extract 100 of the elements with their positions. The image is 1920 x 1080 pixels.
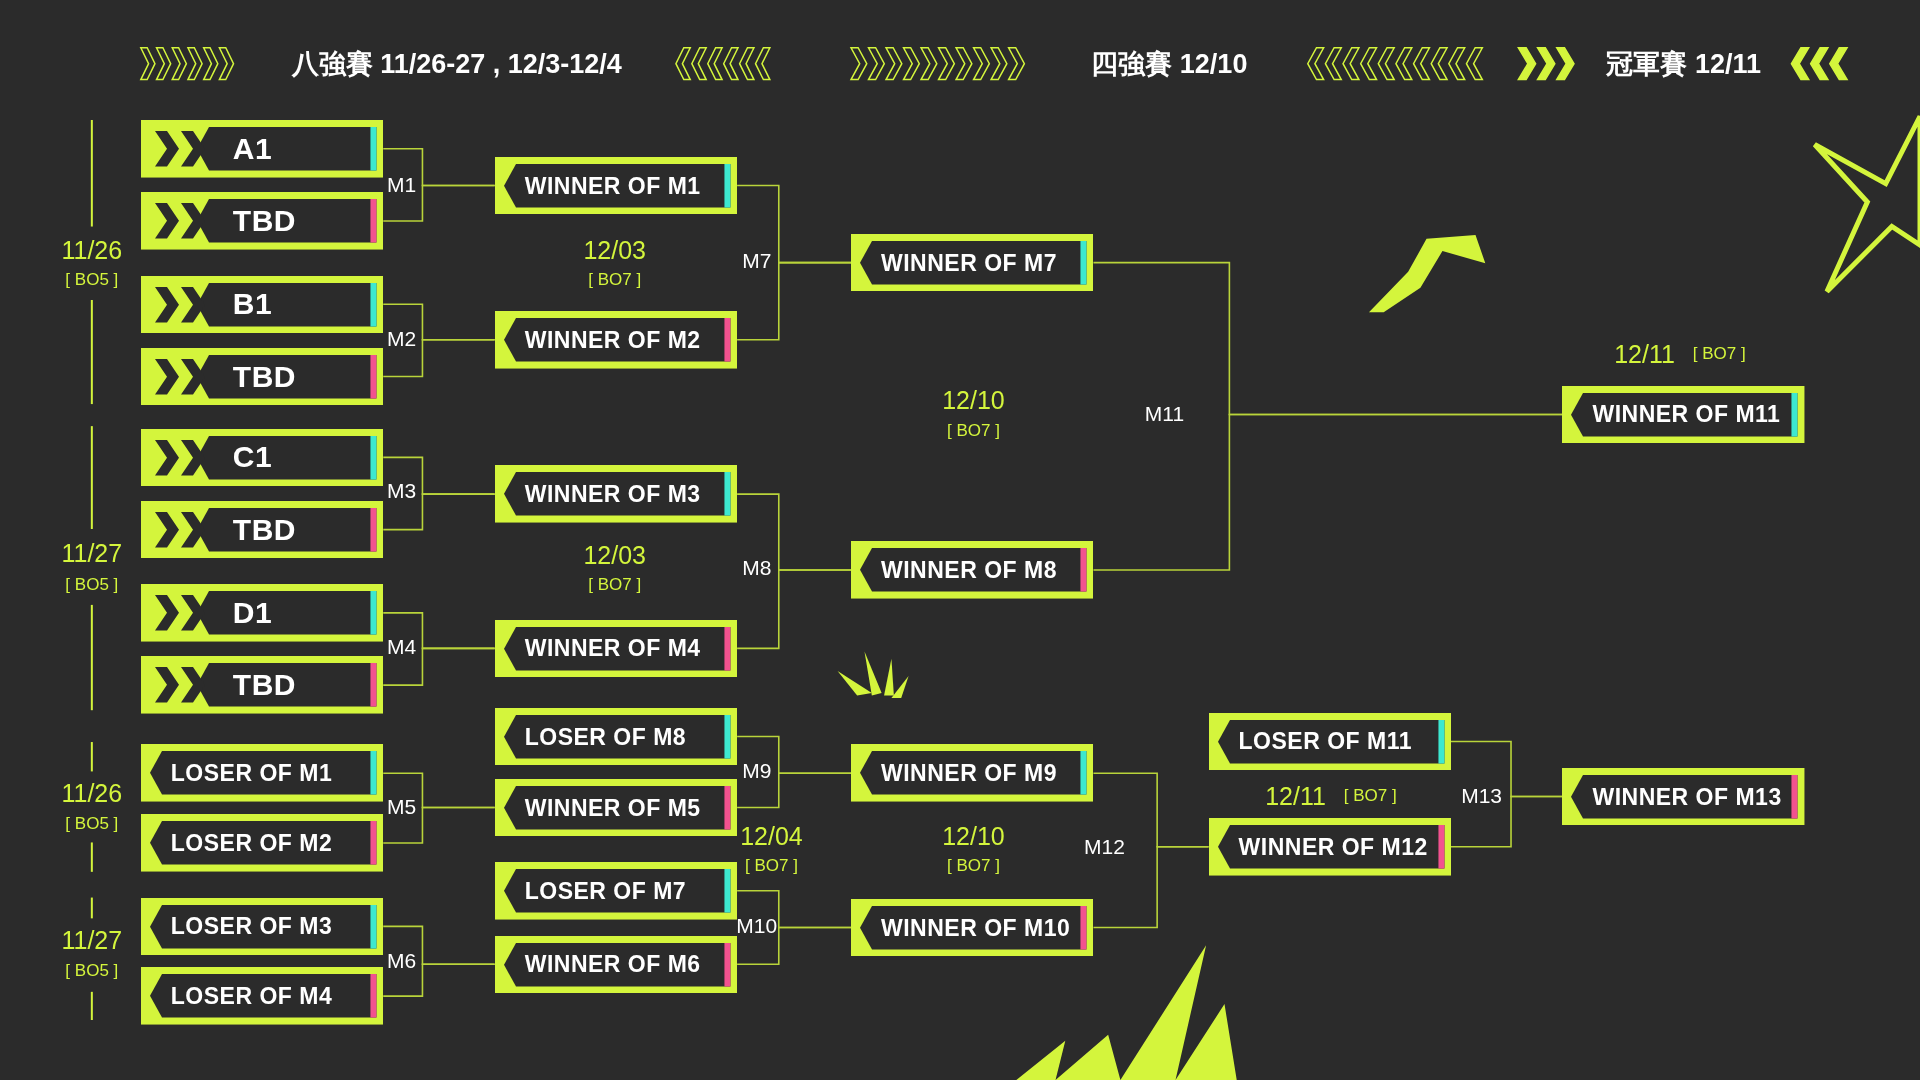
date-label: 11/26 (61, 235, 123, 265)
bracket-line (1092, 413, 1564, 571)
date-label: 12/03 (583, 235, 646, 265)
match-label: M7 (742, 248, 772, 273)
slot-label: WINNER OF M7 (881, 249, 1057, 277)
slot-label: WINNER OF M8 (881, 556, 1057, 584)
bracket-slot (494, 465, 738, 523)
bracket-slot (494, 156, 738, 215)
slot-label: WINNER OF M10 (881, 914, 1071, 942)
bracket-line (1092, 845, 1210, 929)
date-label: 12/10 (942, 385, 1005, 415)
bracket-line (382, 184, 496, 222)
slot-label: TBD (232, 204, 296, 238)
bracket-line (736, 926, 852, 966)
slot-label: LOSER OF M1 (170, 759, 333, 787)
stage-heading: 八強賽 11/26-27 , 12/3-12/4 (291, 47, 622, 81)
slot-label: WINNER OF M5 (524, 794, 701, 822)
stage-heading: 四強賽 12/10 (1091, 47, 1248, 81)
format-label: [ BO7 ] (1343, 785, 1397, 806)
format-label: [ BO7 ] (588, 575, 642, 596)
match-label: M8 (742, 556, 772, 581)
bracket-slot (494, 935, 738, 994)
slot-label: B1 (232, 287, 273, 322)
format-label: [ BO7 ] (1692, 343, 1746, 364)
bracket-slot (140, 275, 384, 334)
stage-heading: 冠軍賽 12/11 (1606, 47, 1761, 81)
date-label: 11/27 (61, 925, 123, 955)
date-label: 12/11 (1614, 339, 1675, 369)
bracket-line (382, 806, 496, 844)
bracket-slot (1208, 712, 1451, 771)
bracket-slot (494, 707, 738, 766)
bracket-slot (494, 311, 738, 369)
bracket-slot (140, 656, 384, 714)
date-label: 12/04 (740, 821, 803, 851)
match-label: M6 (387, 949, 417, 974)
bracket-slot (140, 897, 384, 956)
bracket-slot (1208, 817, 1451, 876)
bracket-slot (140, 814, 384, 872)
slot-label: WINNER OF M12 (1238, 833, 1428, 861)
bracket-slot (140, 428, 384, 487)
format-label: [ BO5 ] (65, 270, 119, 291)
format-label: [ BO7 ] (588, 270, 642, 291)
slot-label: LOSER OF M3 (170, 912, 333, 940)
bracket-line (1450, 795, 1564, 848)
date-label: 12/11 (1265, 781, 1326, 811)
slot-label: WINNER OF M6 (524, 950, 701, 978)
bracket-slot (140, 120, 384, 178)
slot-label: LOSER OF M11 (1238, 727, 1412, 755)
bracket-slot (494, 778, 738, 837)
match-label: M3 (387, 479, 417, 503)
bracket-slot (851, 898, 1094, 957)
match-label: M1 (387, 172, 417, 197)
format-label: [ BO7 ] (744, 855, 798, 876)
bracket-slot (494, 619, 738, 678)
slot-label: WINNER OF M2 (524, 326, 701, 354)
date-label: 11/26 (61, 778, 123, 808)
match-label: M10 (736, 913, 778, 938)
slot-label: WINNER OF M4 (524, 634, 701, 662)
match-label: M11 (1144, 401, 1185, 426)
slot-label: WINNER OF M9 (881, 759, 1057, 787)
bracket-line (382, 339, 496, 378)
match-label: M5 (387, 794, 417, 819)
slot-label: WINNER OF M3 (524, 480, 701, 508)
slot-label: LOSER OF M7 (524, 877, 687, 905)
bracket-slot (851, 541, 1094, 599)
slot-label: TBD (232, 359, 296, 394)
format-label: [ BO7 ] (947, 855, 1000, 876)
format-label: [ BO5 ] (65, 961, 119, 981)
bracket-slot (140, 584, 384, 642)
bracket-line (382, 493, 496, 531)
bracket-slot (140, 347, 384, 406)
match-label: M4 (387, 634, 417, 659)
slot-label: TBD (232, 512, 296, 547)
slot-label: TBD (232, 668, 296, 703)
bracket-slot (851, 744, 1094, 803)
date-label: 12/10 (942, 821, 1005, 851)
bracket-line (382, 963, 496, 997)
bracket-slot (140, 744, 384, 803)
slot-label: D1 (232, 595, 273, 630)
slot-label: C1 (232, 440, 273, 475)
match-label: M2 (387, 327, 417, 352)
slot-label: WINNER OF M1 (524, 172, 701, 199)
date-label: 11/27 (61, 538, 123, 568)
bracket-line (382, 647, 496, 686)
format-label: [ BO5 ] (65, 814, 119, 835)
match-label: M12 (1084, 835, 1125, 860)
bracket-slot (140, 967, 384, 1025)
slot-label: LOSER OF M4 (170, 982, 333, 1010)
date-label: 12/03 (583, 540, 646, 570)
slot-label: WINNER OF M13 (1592, 783, 1782, 810)
bracket-slot (140, 192, 384, 250)
match-label: M13 (1461, 783, 1503, 808)
bracket-slot (140, 500, 384, 559)
bracket-line (736, 261, 852, 341)
bracket-slot (1562, 385, 1805, 444)
bracket-slot (1562, 767, 1805, 826)
bracket-line (736, 772, 852, 809)
bracket-slot (851, 233, 1094, 292)
bracket-line (736, 569, 852, 650)
slot-label: LOSER OF M2 (170, 829, 333, 857)
